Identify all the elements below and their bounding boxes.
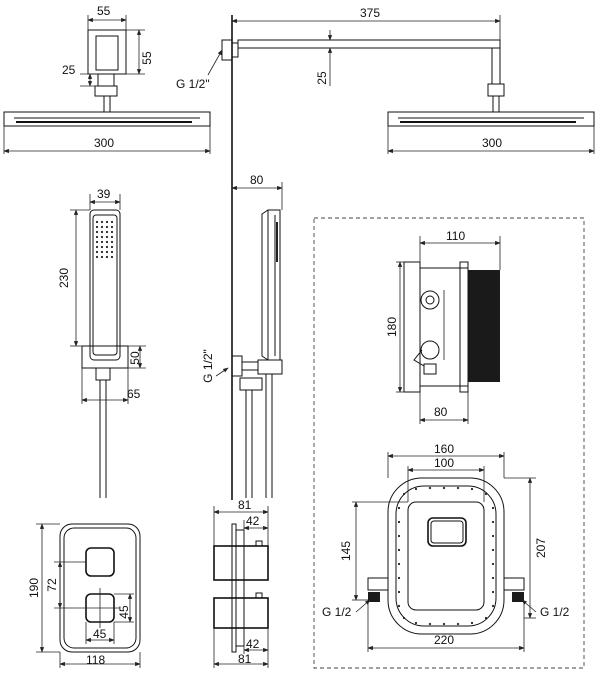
dim-head-neck: 25 bbox=[62, 63, 76, 77]
dim-valve-knob-width: 45 bbox=[93, 627, 107, 641]
dim-valve-height: 190 bbox=[27, 578, 41, 598]
hand-shower: 39 230 50 65 bbox=[57, 187, 146, 498]
dim-box-depth: 80 bbox=[434, 405, 448, 419]
mixer-box-frame bbox=[313, 217, 585, 669]
hand-shower-nozzles bbox=[95, 220, 114, 259]
dim-front-base-width: 220 bbox=[434, 633, 454, 647]
dim-valve-width: 118 bbox=[86, 653, 105, 667]
mixer-front-holes bbox=[397, 486, 495, 626]
dim-side-bottom-depth: 81 bbox=[238, 652, 252, 666]
dim-front-outer-width: 160 bbox=[434, 442, 454, 456]
dim-holder-depth: 65 bbox=[127, 387, 141, 401]
dim-arm-drop: 25 bbox=[315, 71, 329, 85]
dim-hand-length: 230 bbox=[57, 268, 71, 288]
shower-head-right: 300 bbox=[387, 111, 595, 154]
mixer-box-front: 160 100 145 207 G 1/2 G 1/2 220 bbox=[322, 442, 570, 652]
dim-head-left-width: 300 bbox=[94, 136, 114, 150]
dim-head-top-width: 55 bbox=[97, 4, 111, 18]
valve-front: 190 72 45 45 118 bbox=[27, 523, 141, 668]
thread-arm: G 1/2" bbox=[176, 77, 210, 91]
shower-arm: 375 25 G 1/2" bbox=[176, 6, 505, 112]
dim-holder-height: 50 bbox=[128, 351, 142, 365]
dim-hand-width: 39 bbox=[97, 187, 111, 201]
dim-side-top-knob: 42 bbox=[246, 514, 260, 528]
dim-outlet-depth: 80 bbox=[250, 173, 264, 187]
thread-front-left: G 1/2 bbox=[322, 605, 352, 619]
dim-box-height: 180 bbox=[385, 317, 399, 337]
dim-front-inner-width: 100 bbox=[434, 456, 454, 470]
dim-head-right-width: 300 bbox=[482, 136, 502, 150]
valve-side: 81 42 42 81 bbox=[213, 498, 269, 668]
dim-valve-inner-height: 72 bbox=[45, 578, 59, 592]
shower-head-left: 55 55 25 300 bbox=[3, 4, 211, 154]
dim-valve-knob-height: 45 bbox=[117, 605, 131, 619]
hand-shower-side: 80 G 1/2" bbox=[201, 173, 283, 498]
dim-front-height-inner: 145 bbox=[339, 541, 353, 561]
dim-side-bottom-knob: 42 bbox=[246, 637, 260, 651]
dim-arm-length: 375 bbox=[360, 6, 380, 20]
thread-front-right: G 1/2 bbox=[540, 605, 570, 619]
dim-box-width: 110 bbox=[446, 229, 465, 243]
mixer-box-side: 110 180 80 bbox=[385, 229, 501, 424]
dim-side-top-depth: 81 bbox=[238, 498, 252, 512]
thread-outlet: G 1/2" bbox=[201, 349, 215, 383]
dim-front-height-outer: 207 bbox=[534, 538, 548, 558]
dim-head-top-height: 55 bbox=[140, 51, 154, 65]
